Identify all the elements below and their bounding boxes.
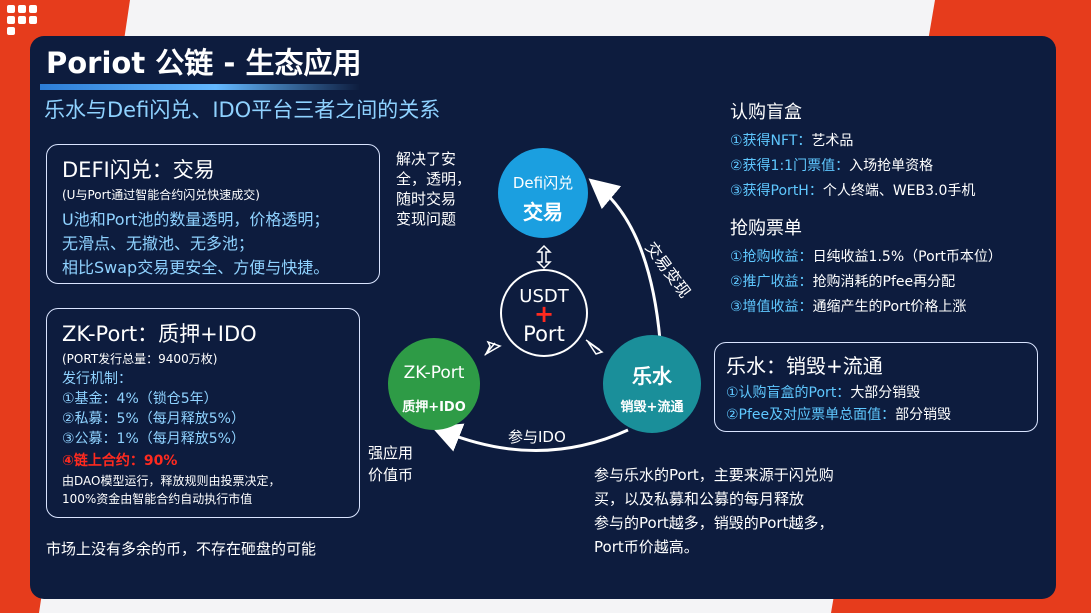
defi-node-line1: Defi闪兑 (512, 174, 574, 192)
solve-text: 解决了安 (396, 150, 457, 168)
zk-mech-title: 发行机制： (62, 371, 132, 387)
defi-line: U池和Port池的数量透明，价格透明； (62, 210, 330, 229)
lewater-box (714, 342, 1038, 432)
center-node (500, 269, 588, 357)
arrow-lewater-to-defi (588, 178, 662, 341)
defi-node-line2: 交易 (523, 200, 563, 224)
defi-line: 无滑点、无撤池、无多池； (62, 234, 255, 253)
lewater-box-item: ②Pfee及对应票单总面值：部分销毁 (726, 407, 952, 423)
defi-line: 相比Swap交易更安全、方便与快捷。 (62, 258, 330, 277)
defi-heading: DEFI闪兑：交易 (62, 158, 215, 182)
ticket-title: 抢购票单 (730, 218, 802, 239)
ticket-item: ③增值收益：通缩产生的Port价格上涨 (730, 299, 967, 315)
page-title: Poriot 公链 - 生态应用 (46, 46, 362, 80)
double-arrow-center-lewater (585, 339, 604, 355)
zk-item: ③公募：1%（每月释放5%） (62, 431, 245, 447)
solve-text: 变现问题 (396, 210, 457, 228)
zk-highlight: ④链上合约：90% (62, 453, 178, 469)
zk-item: ①基金：4%（锁仓5年） (62, 391, 218, 407)
lewater-node-line2: 销毁+流通 (620, 400, 684, 415)
blind-box-item: ②获得1:1门票值：入场抢单资格 (730, 158, 934, 174)
solve-text: 全，透明， (396, 170, 472, 188)
bottom-text: 买，以及私募和公募的每月释放 (594, 490, 805, 508)
center-node-line1: USDT (519, 286, 569, 307)
zk-node-line1: ZK-Port (403, 363, 465, 383)
zk-note: 由DAO模型运行，释放规则由投票决定， (62, 474, 281, 488)
arrow-bottom-label: 参与IDO (508, 428, 566, 446)
lewater-box-item: ①认购盲盒的Port：大部分销毁 (726, 385, 921, 401)
zk-note: 100%资金由智能合约自动执行市值 (62, 492, 253, 506)
arrow-lewater-to-zk (431, 423, 629, 452)
zk-sub: (PORT发行总量：9400万枚) (62, 352, 218, 366)
bottom-text: 参与的Port越多，销毁的Port越多， (594, 514, 834, 532)
bottom-text: 参与乐水的Port，主要来源于闪兑购 (594, 466, 834, 484)
blind-box-title: 认购盲盒 (730, 102, 802, 123)
center-node-line2: Port (523, 322, 565, 346)
ticket-item: ②推广收益：抢购消耗的Pfee再分配 (730, 274, 956, 290)
lewater-node-line1: 乐水 (632, 364, 672, 388)
ticket-item: ①抢购收益：日纯收益1.5%（Port币本位） (730, 249, 1002, 265)
double-arrow-center-zk (484, 340, 502, 356)
zk-box (46, 308, 360, 518)
zk-heading: ZK-Port：质押+IDO (62, 322, 257, 346)
lewater-box-title: 乐水：销毁+流通 (726, 354, 883, 378)
strong-text: 价值币 (368, 466, 414, 484)
blind-box-item: ③获得PortH：个人终端、WEB3.0手机 (730, 183, 976, 199)
defi-box (46, 144, 380, 284)
lewater-node (603, 335, 701, 433)
solve-text: 随时交易 (396, 190, 457, 208)
poriot-logo-icon (7, 5, 37, 35)
bottom-note: 市场上没有多余的币，不存在砸盘的可能 (46, 540, 317, 558)
center-node-plus: + (533, 300, 555, 328)
zk-node-line2: 质押+IDO (402, 400, 466, 415)
defi-node (498, 148, 588, 238)
zk-item: ②私募：5%（每月释放5%） (62, 411, 245, 427)
defi-sub: (U与Port通过智能合约闪兑快速成交) (62, 188, 260, 202)
strong-text: 强应用 (368, 444, 414, 462)
title-underline (40, 84, 360, 90)
blind-box-item: ①获得NFT：艺术品 (730, 133, 854, 149)
page-subtitle: 乐水与Defi闪兑、IDO平台三者之间的关系 (44, 98, 441, 122)
double-arrow-defi-center (536, 244, 552, 270)
zk-node (388, 338, 480, 430)
bottom-text: Port币价越高。 (594, 538, 699, 556)
